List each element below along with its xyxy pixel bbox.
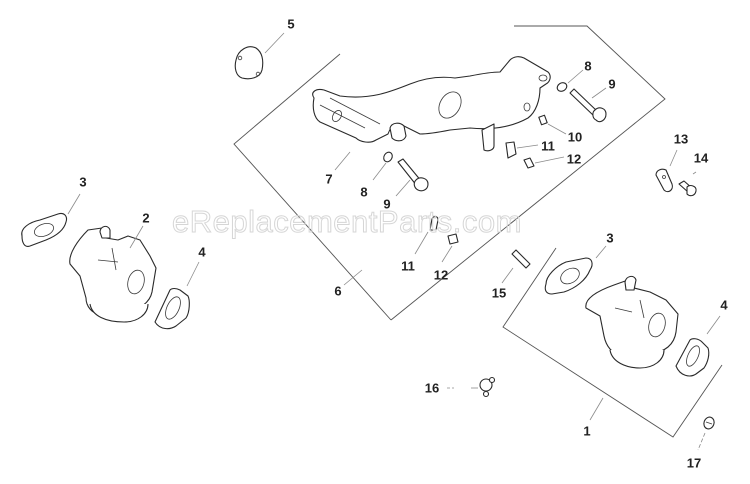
- callout-8-upper[interactable]: 8: [584, 58, 592, 74]
- callout-15[interactable]: 15: [491, 285, 507, 301]
- callout-14[interactable]: 14: [693, 150, 709, 166]
- gasket-3-left-icon: [21, 193, 81, 247]
- callout-16[interactable]: 16: [424, 380, 440, 396]
- callout-1[interactable]: 1: [583, 423, 591, 439]
- gasket-4-left-icon: [154, 261, 200, 330]
- callout-17[interactable]: 17: [686, 455, 702, 471]
- callout-11-upper[interactable]: 11: [541, 138, 555, 154]
- callout-3-left[interactable]: 3: [79, 174, 87, 190]
- clip-11-upper-icon: [505, 141, 539, 159]
- callout-4-right[interactable]: 4: [720, 297, 728, 313]
- fitting-16-icon: [447, 376, 496, 398]
- nut-17-icon: [697, 416, 715, 451]
- assembly-bracket-6: [233, 25, 666, 321]
- bracket-13-icon: [655, 149, 678, 193]
- gasket-3-right-icon: [544, 245, 607, 295]
- carburetor-1-icon: [585, 275, 679, 369]
- gasket-5-icon: [234, 32, 285, 80]
- callout-7[interactable]: 7: [325, 171, 333, 187]
- screw-12-lower-icon: [441, 233, 459, 263]
- carburetor-2-icon: [69, 225, 157, 323]
- callout-13[interactable]: 13: [673, 131, 689, 147]
- callout-12-lower[interactable]: 12: [433, 267, 449, 283]
- callout-12-upper[interactable]: 12: [566, 151, 582, 167]
- screw-14-icon: [678, 171, 697, 197]
- pin-15-icon: [501, 249, 531, 284]
- screw-12-upper-icon: [523, 156, 565, 169]
- bolt-9-upper-icon: [569, 87, 607, 123]
- washer-8-lower-icon: [372, 151, 393, 181]
- callout-9-upper[interactable]: 9: [608, 76, 616, 92]
- spacer-10-icon: [538, 114, 567, 135]
- callout-6[interactable]: 6: [334, 283, 342, 299]
- callout-2[interactable]: 2: [142, 210, 150, 226]
- callout-3-right[interactable]: 3: [606, 230, 614, 246]
- callout-11-lower[interactable]: 11: [401, 258, 415, 274]
- callout-8-lower[interactable]: 8: [360, 184, 368, 200]
- assembly-bracket-1: [502, 247, 723, 438]
- gasket-4-right-icon: [675, 315, 721, 377]
- washer-8-upper-icon: [556, 69, 584, 92]
- callout-10[interactable]: 10: [567, 129, 583, 145]
- callout-9-lower[interactable]: 9: [383, 196, 391, 212]
- clip-11-lower-icon: [414, 215, 439, 255]
- intake-manifold-7-icon: [312, 56, 551, 171]
- callout-5[interactable]: 5: [287, 16, 295, 32]
- bolt-9-lower-icon: [395, 158, 429, 197]
- callout-4-left[interactable]: 4: [198, 244, 206, 260]
